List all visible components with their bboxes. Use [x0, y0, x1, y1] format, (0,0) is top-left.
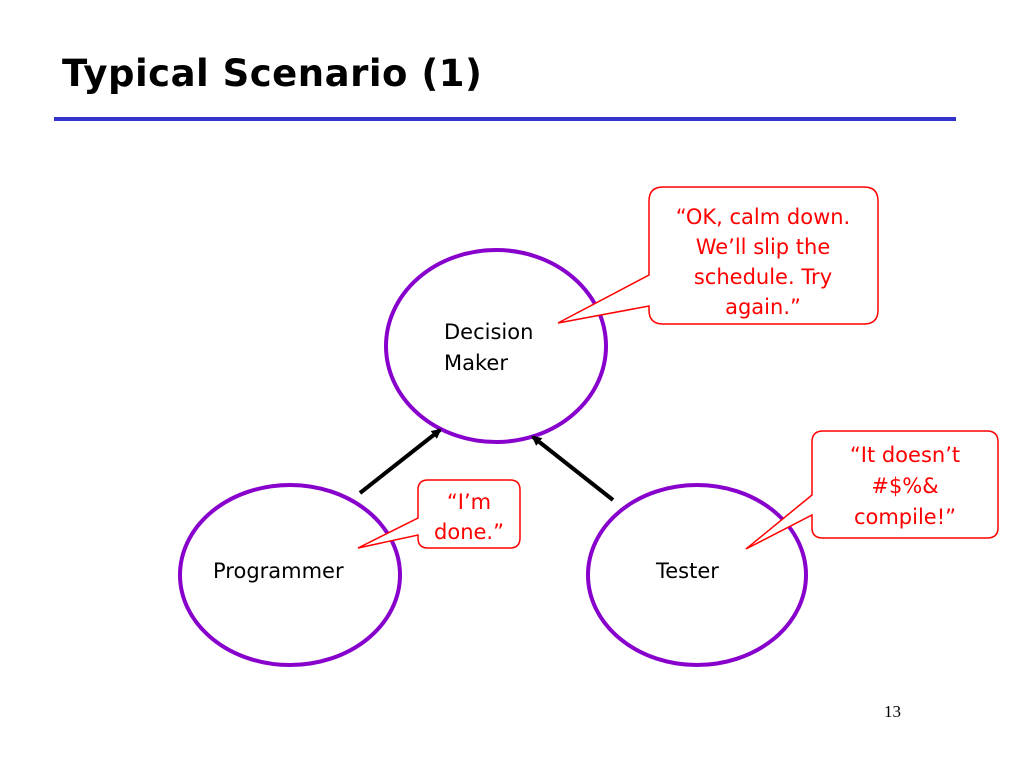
- decision-maker-node: Decision Maker: [384, 248, 608, 444]
- decision-maker-callout-line4: again.”: [725, 295, 801, 319]
- decision-maker-callout: “OK, calm down. We’ll slip the schedule.…: [557, 186, 879, 325]
- decision-maker-callout-line3: schedule. Try: [694, 265, 832, 289]
- programmer-ellipse: [178, 483, 402, 667]
- tester-label: Tester: [655, 559, 719, 583]
- decision-maker-label-line2: Maker: [444, 351, 508, 375]
- tester-callout: “It doesn’t #$%& compile!”: [745, 430, 999, 550]
- title-underline: [54, 117, 956, 121]
- decision-maker-callout-bubble: [557, 186, 879, 325]
- programmer-node: Programmer: [178, 483, 402, 667]
- decision-maker-callout-line1: “OK, calm down.: [676, 205, 851, 229]
- tester-node: Tester: [586, 483, 808, 667]
- decision-maker-callout-line2: We’ll slip the: [696, 235, 831, 259]
- decision-maker-ellipse: [384, 248, 608, 444]
- tester-callout-line3: compile!”: [854, 505, 956, 529]
- programmer-callout-line1: “I’m: [447, 490, 491, 514]
- programmer-label: Programmer: [213, 559, 344, 583]
- tester-ellipse: [586, 483, 808, 667]
- decision-maker-label-line1: Decision: [444, 320, 533, 344]
- tester-callout-bubble: [745, 430, 999, 550]
- tester-callout-line1: “It doesn’t: [850, 443, 960, 467]
- programmer-callout-bubble: [357, 479, 521, 549]
- programmer-callout: “I’m done.”: [357, 479, 521, 549]
- slide-title: Typical Scenario (1): [62, 52, 483, 95]
- arrow-tester-to-decision-maker: [531, 435, 615, 502]
- tester-callout-line2: #$%&: [871, 474, 938, 498]
- page-number: 13: [884, 702, 901, 721]
- arrow-programmer-to-decision-maker: [358, 428, 442, 495]
- programmer-callout-line2: done.”: [434, 520, 504, 544]
